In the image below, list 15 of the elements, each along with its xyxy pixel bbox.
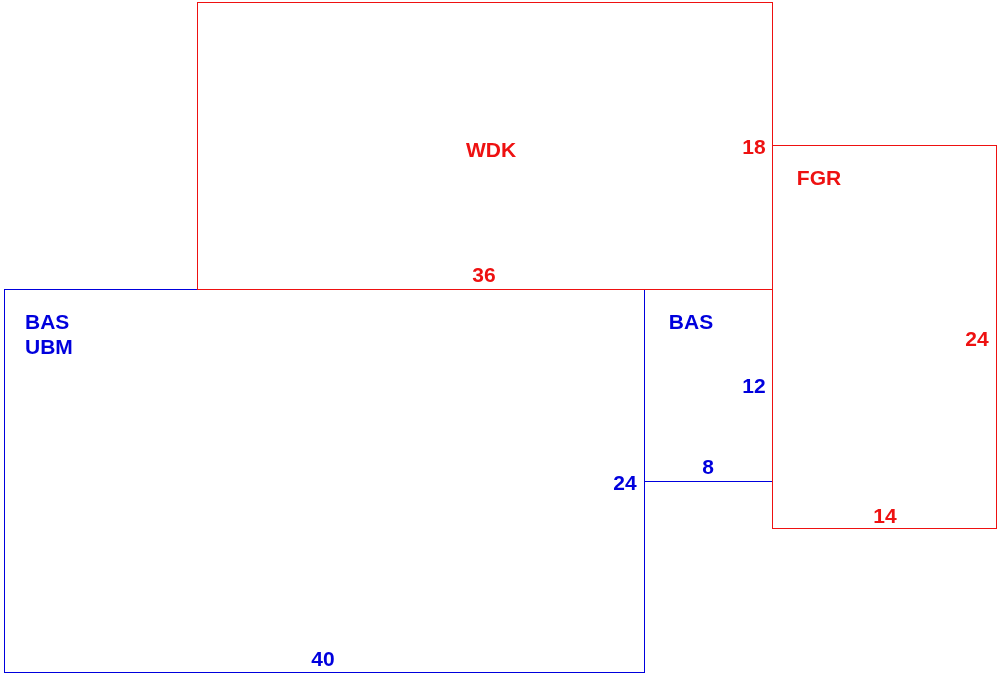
dimension-label: 40 (311, 645, 335, 671)
room-label: FGR (796, 164, 842, 190)
room-label: WDK (465, 136, 517, 162)
dimension-label: 36 (472, 261, 496, 287)
dimension-label: 24 (613, 469, 637, 495)
room-outline (772, 145, 997, 529)
dimension-label: 18 (742, 133, 766, 159)
dimension-label: 8 (702, 453, 714, 479)
dimension-label: 12 (742, 372, 766, 398)
room-outline (197, 2, 773, 290)
room-label: BAS UBM (25, 309, 73, 359)
dimension-label: 24 (965, 325, 989, 351)
room-label: BAS (668, 308, 714, 334)
room-outline (4, 289, 645, 673)
dimension-label: 14 (873, 502, 897, 528)
